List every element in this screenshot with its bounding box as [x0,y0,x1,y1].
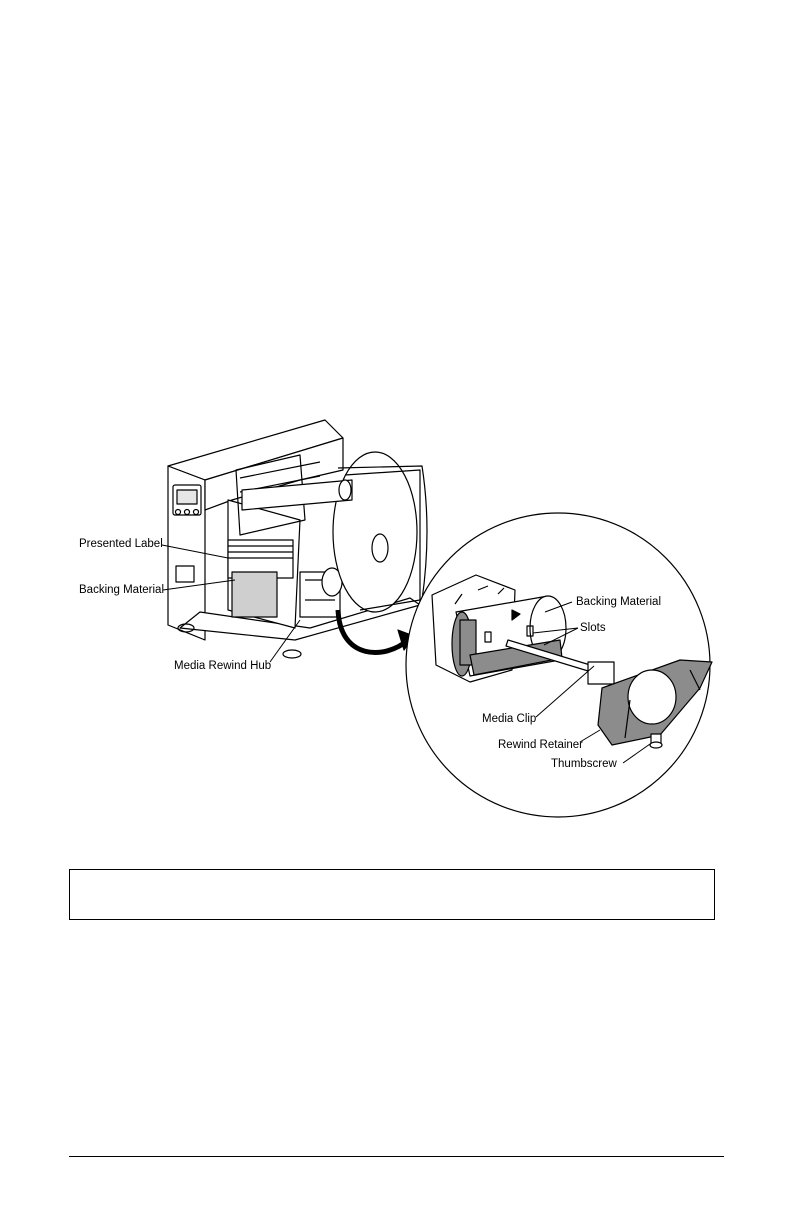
callout-media-clip: Media Clip [482,713,536,726]
callout-media-rewind-hub: Media Rewind Hub [174,660,271,673]
callout-presented-label: Presented Label [79,538,163,551]
callout-slots: Slots [580,622,606,635]
callout-rewind-retainer: Rewind Retainer [498,739,583,752]
printer-body [168,420,427,658]
callout-thumbscrew: Thumbscrew [551,758,617,771]
footer-rule [69,1156,724,1157]
note-box [69,869,715,920]
callout-backing-material-detail: Backing Material [576,596,661,609]
callout-backing-material: Backing Material [79,584,164,597]
backing-material-sheet [232,572,277,617]
media-roll [333,452,417,612]
